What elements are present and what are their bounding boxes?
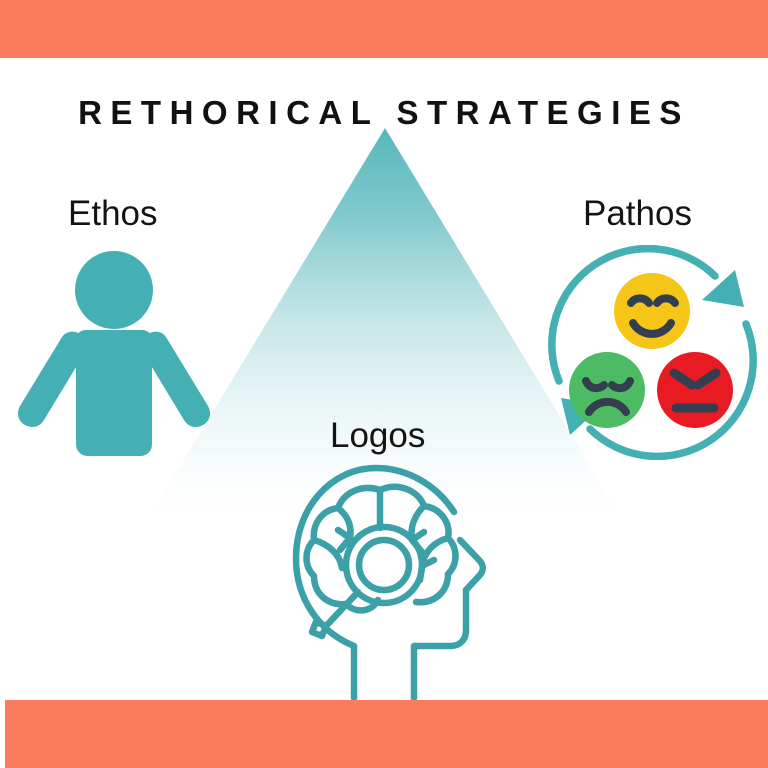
happy-face-emoji (614, 273, 690, 349)
angry-face-emoji (657, 352, 733, 428)
cycle-arrow-arcs (548, 244, 757, 461)
pillar-label-pathos: Pathos (583, 194, 692, 233)
emotion-cycle-icon (545, 244, 760, 461)
bottom-decorative-bar (5, 700, 768, 768)
pillar-label-ethos: Ethos (68, 194, 158, 233)
pillar-label-logos: Logos (330, 416, 426, 455)
head-brain-magnifier-icon (288, 460, 498, 702)
top-decorative-bar (0, 0, 768, 58)
person-silhouette-icon (14, 248, 214, 468)
sad-face-emoji (569, 352, 645, 428)
page-title: RETHORICAL STRATEGIES (78, 94, 690, 131)
